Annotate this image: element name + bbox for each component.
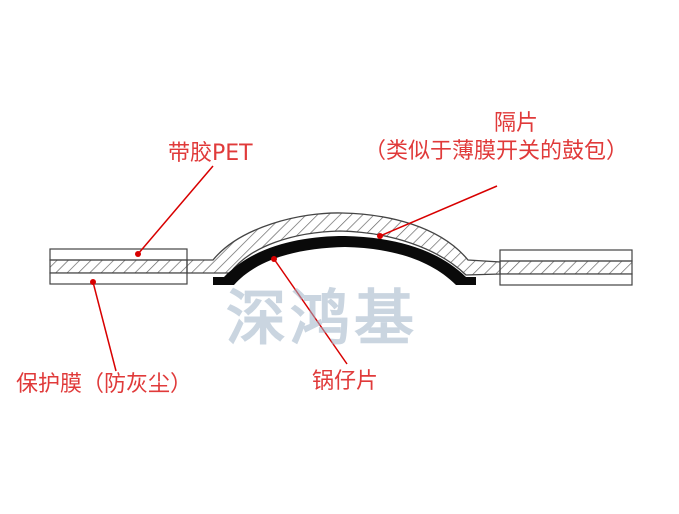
label-spacer-title: 隔片 (494, 111, 539, 136)
leader-dot-protective-film (90, 279, 96, 285)
metal-dome (213, 236, 476, 285)
right-protective-film-layer (499, 273, 633, 286)
leader-dot-dome (271, 256, 277, 262)
leader-dot-spacer (377, 233, 383, 239)
watermark: 深鸿基 (226, 284, 418, 354)
label-protective-film: 保护膜（防灰尘） (16, 372, 193, 397)
spacer-hatched-layer (186, 212, 501, 276)
leader-dome (273, 258, 348, 365)
left-protective-film-layer (49, 272, 188, 285)
left-pet-layer-top (49, 248, 188, 261)
left-pet-layer-middle (49, 259, 188, 274)
leader-spacer (379, 185, 498, 237)
right-pet-layer-middle (499, 260, 633, 275)
label-adhesive-pet: 带胶PET (168, 141, 253, 166)
leader-adhesive-pet (137, 165, 214, 255)
label-dome: 锅仔片 (312, 369, 379, 394)
label-spacer-note: （类似于薄膜开关的鼓包） (364, 139, 629, 164)
leader-protective-film (92, 281, 117, 372)
leader-dot-adhesive-pet (135, 251, 141, 257)
right-pet-layer-top (499, 249, 633, 262)
